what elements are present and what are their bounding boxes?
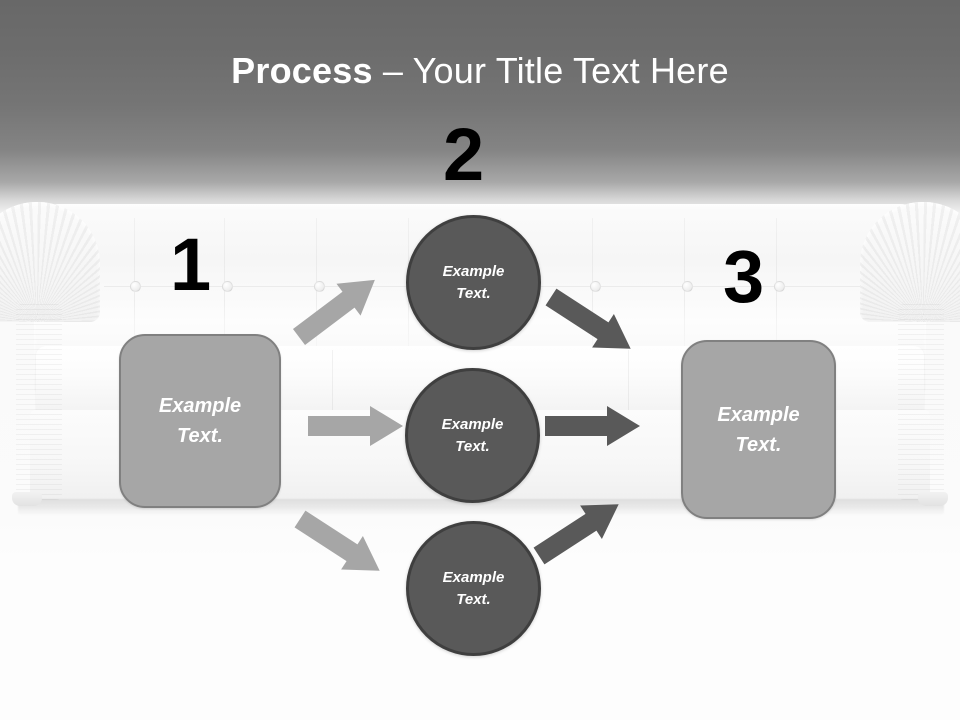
process-box-right[interactable]: Example Text.	[681, 340, 836, 519]
process-box-left-line2: Text.	[177, 425, 223, 447]
process-circle-top-line2: Text.	[456, 284, 491, 302]
process-box-right-line1: Example	[717, 403, 800, 426]
process-box-left[interactable]: Example Text.	[119, 334, 281, 508]
slide-title-rest: – Your Title Text Here	[372, 50, 729, 91]
step-number-3: 3	[723, 235, 765, 318]
process-circle-bottom[interactable]: Example Text.	[406, 521, 541, 656]
process-circle-middle-line1: Example	[441, 415, 504, 433]
step-number-2: 2	[443, 113, 485, 196]
process-circle-middle[interactable]: Example Text.	[405, 368, 540, 503]
sofa-arm-right	[838, 196, 960, 506]
arrow-middle-to-right	[545, 406, 643, 446]
arrow-bottom-to-right	[533, 500, 654, 570]
slide-title-bold: Process	[231, 50, 373, 91]
process-circle-top[interactable]: Example Text.	[406, 215, 541, 350]
process-circle-middle-line2: Text.	[455, 437, 490, 455]
step-number-1: 1	[170, 223, 212, 306]
process-circle-bottom-line2: Text.	[456, 590, 491, 608]
process-box-left-line1: Example	[158, 395, 242, 417]
process-circle-top-line1: Example	[442, 262, 505, 280]
arrow-left-to-bottom	[294, 505, 415, 575]
process-circle-bottom-line1: Example	[442, 568, 505, 586]
arrow-left-to-middle	[308, 406, 406, 446]
arrow-top-to-right	[545, 283, 666, 353]
sofa-arm-left	[0, 196, 122, 506]
process-box-right-line2: Text.	[735, 433, 782, 456]
arrow-left-to-top	[292, 279, 409, 347]
slide-title: Process – Your Title Text Here	[0, 50, 960, 92]
